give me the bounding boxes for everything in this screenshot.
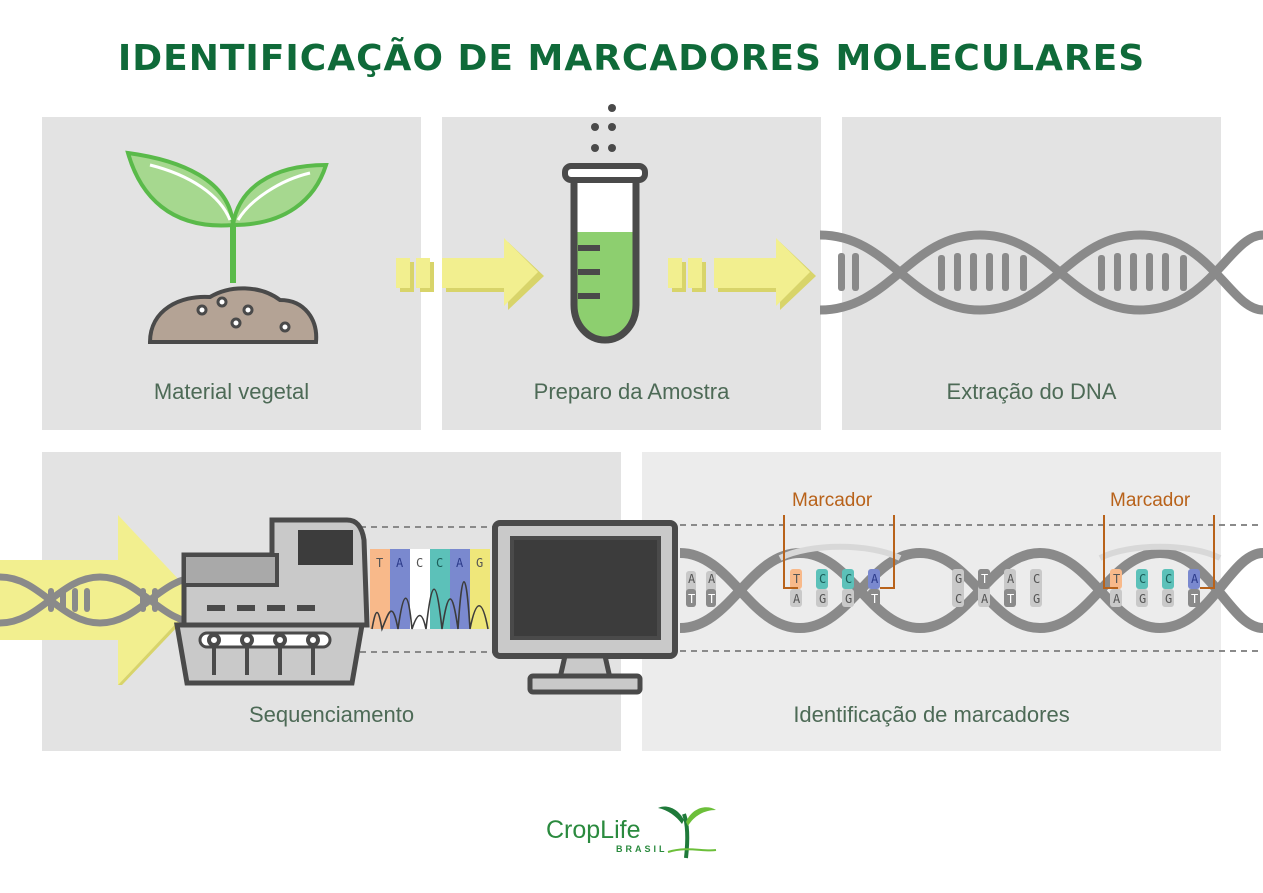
dna-base: A xyxy=(1191,572,1199,586)
step-label-identificacao: Identificação de marcadores xyxy=(793,702,1070,727)
dna-base: G xyxy=(819,592,826,606)
page-title: IDENTIFICAÇÃO DE MARCADORES MOLECULARES xyxy=(117,38,1146,79)
trace-base-5: A xyxy=(456,556,464,570)
dna-base: G xyxy=(955,572,962,586)
dna-base: A xyxy=(981,592,989,606)
dna-base: G xyxy=(845,592,852,606)
step-label-material: Material vegetal xyxy=(153,379,310,404)
trace-base-3: C xyxy=(416,556,423,570)
dna-base: G xyxy=(1033,592,1040,606)
dna-base: T xyxy=(1191,592,1198,606)
dna-base: C xyxy=(819,572,826,586)
monitor-icon xyxy=(492,520,678,695)
croplife-logo: CropLife BRASIL xyxy=(546,800,726,862)
dna-base: C xyxy=(1033,572,1040,586)
sprout-logo-icon xyxy=(658,806,717,859)
dna-base: A xyxy=(708,572,716,586)
test-tube-icon xyxy=(562,104,648,344)
dna-base: A xyxy=(793,592,801,606)
step-panel-identificacao: Identificação de marcadores xyxy=(642,452,1221,751)
dna-base: T xyxy=(871,592,878,606)
step-label-sequenciamento: Sequenciamento xyxy=(248,702,415,727)
step-label-preparo: Preparo da Amostra xyxy=(533,379,730,404)
dna-base: T xyxy=(1113,572,1120,586)
dna-base: T xyxy=(793,572,800,586)
dna-base: T xyxy=(708,592,715,606)
trace-base-2: A xyxy=(396,556,404,570)
dna-base: G xyxy=(1165,592,1172,606)
dna-base: C xyxy=(1139,572,1146,586)
trace-base-4: C xyxy=(436,556,443,570)
marker-label-2: Marcador xyxy=(1110,490,1191,511)
step-label-extracao: Extração do DNA xyxy=(946,379,1117,404)
trace-base-6: G xyxy=(476,556,483,570)
marker-label-1: Marcador xyxy=(792,490,873,511)
dna-base: C xyxy=(845,572,852,586)
dna-base: C xyxy=(1165,572,1172,586)
trace-base-1: T xyxy=(376,556,383,570)
dna-arrow-icon xyxy=(0,515,201,685)
dna-base: T xyxy=(981,572,988,586)
arrow-icon-1 xyxy=(396,238,544,310)
arrow-icon-2 xyxy=(668,238,816,310)
dna-base: A xyxy=(871,572,879,586)
dna-base: G xyxy=(1139,592,1146,606)
dna-base: T xyxy=(688,592,695,606)
dna-base: A xyxy=(1007,572,1015,586)
dna-helix-icon xyxy=(819,230,1263,315)
sequencer-icon xyxy=(174,517,370,686)
plant-icon xyxy=(125,150,329,344)
dna-base: T xyxy=(1007,592,1014,606)
dna-base: A xyxy=(688,572,696,586)
dna-base: A xyxy=(1113,592,1121,606)
logo-sub: BRASIL xyxy=(616,844,668,854)
sequence-trace: T A C C A G xyxy=(360,526,500,653)
logo-name: CropLife xyxy=(546,816,641,844)
dna-marker-strand: A A T T T C C A A G G T G T A C C A T G … xyxy=(679,515,1263,652)
dna-base: C xyxy=(955,592,962,606)
